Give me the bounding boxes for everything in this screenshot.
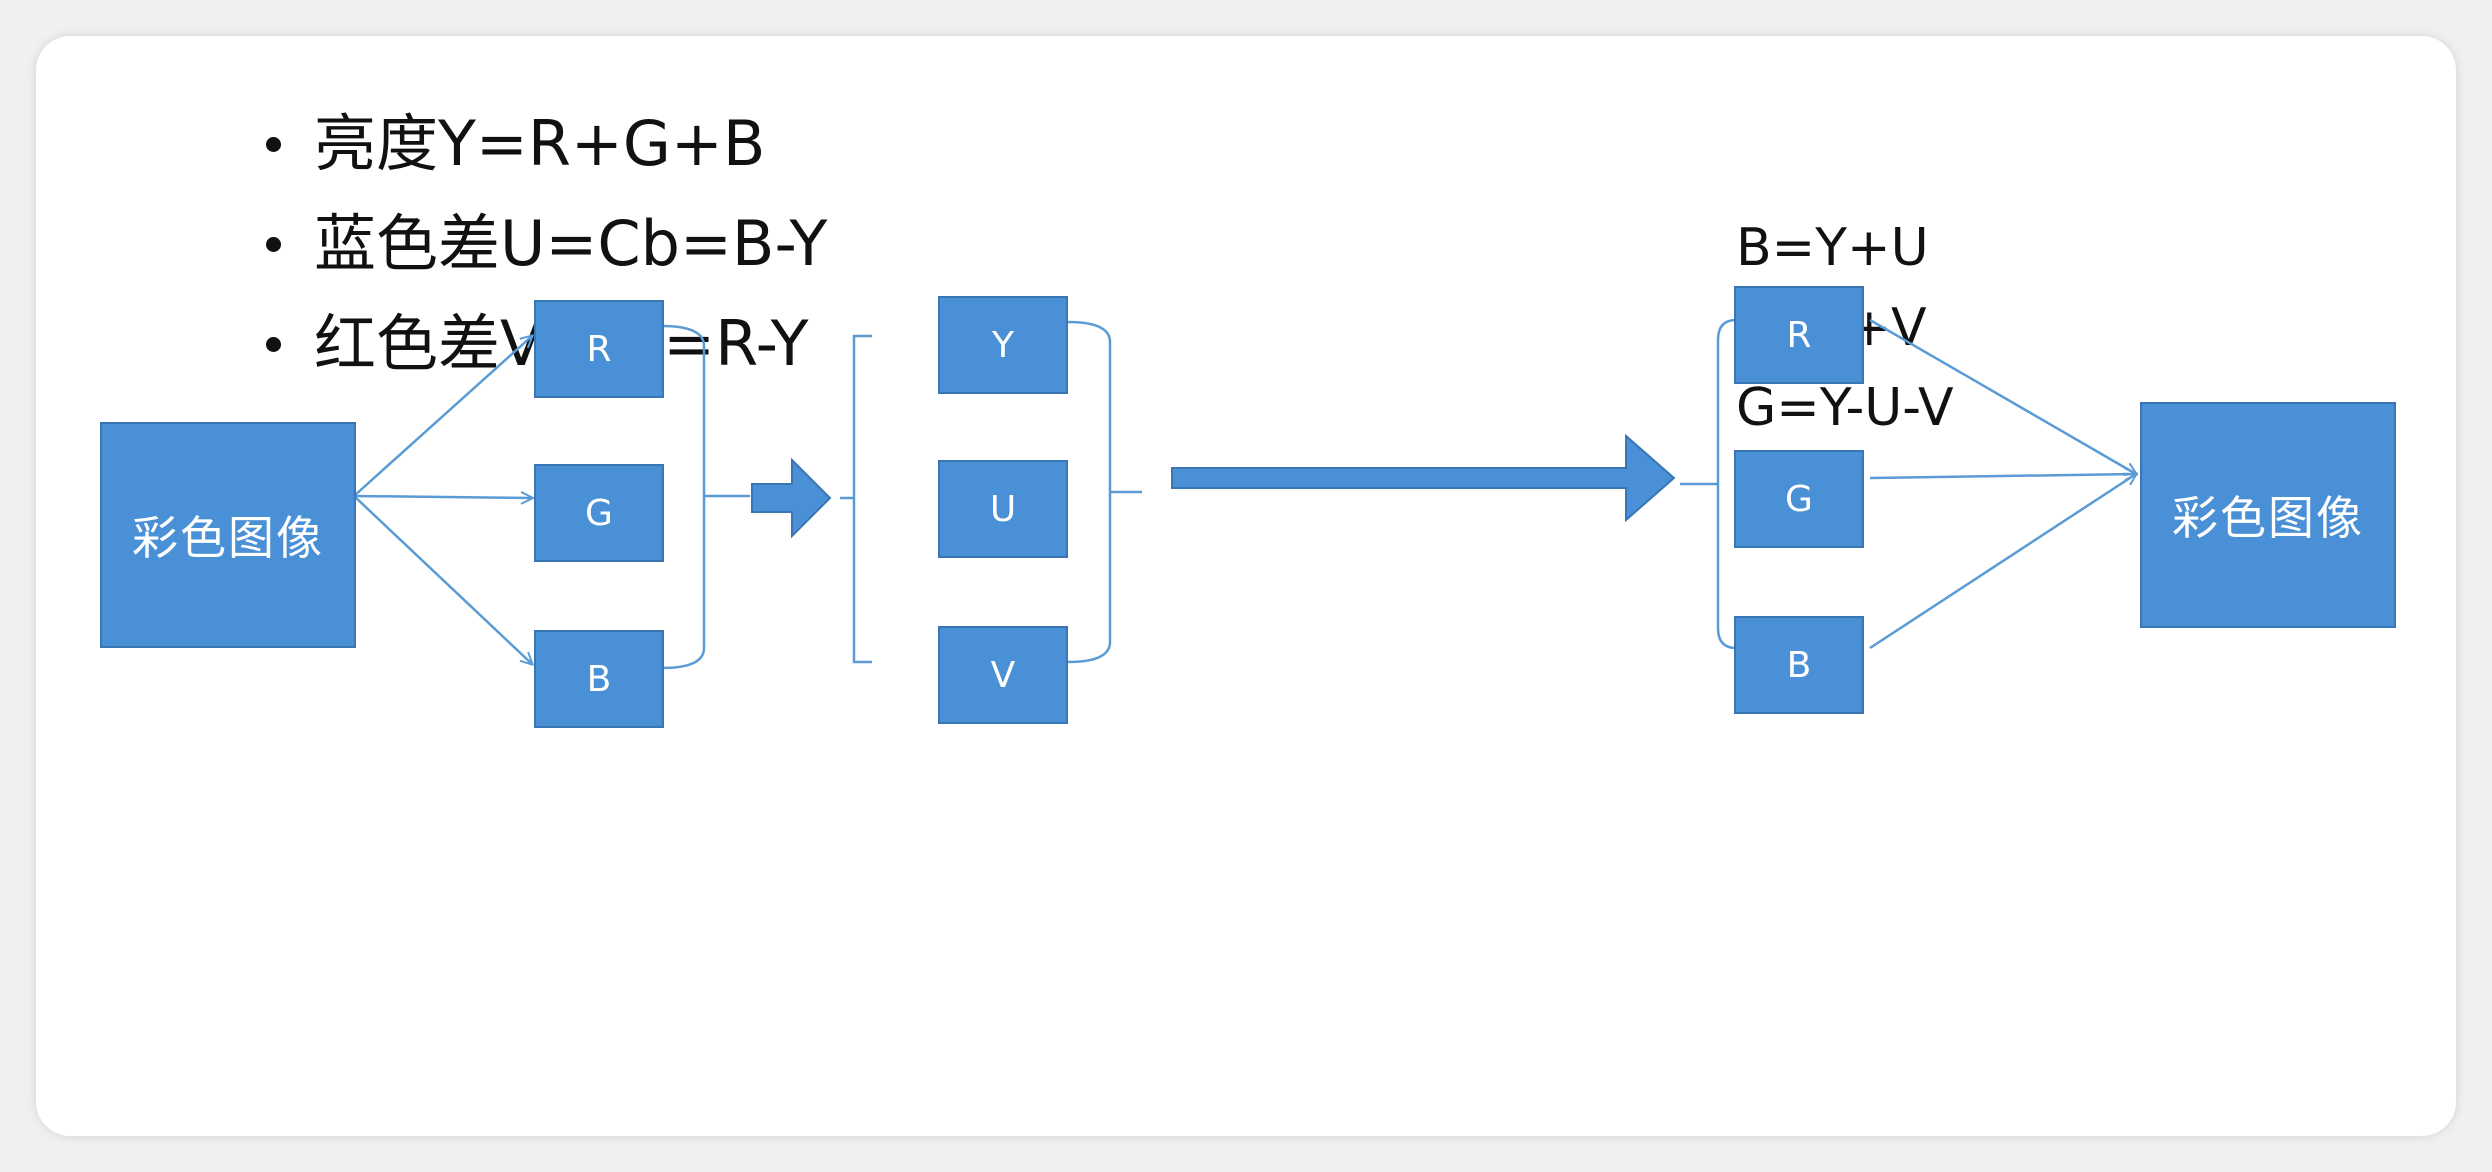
arrow-source-to-r <box>353 336 532 497</box>
slide: 亮度Y=R+G+B 蓝色差U=Cb=B-Y 红色差V=Cr=R-Y B=Y+U … <box>36 36 2456 1136</box>
blue-difference-definition: 蓝色差U=Cb=B-Y <box>266 194 827 294</box>
block-arrow-small <box>751 457 832 539</box>
arrow-b-to-target <box>1869 474 2136 650</box>
output-r-box: R <box>1734 286 1864 384</box>
input-r-box: R <box>534 300 664 398</box>
bracket-yuv-left <box>852 334 872 664</box>
input-g-box: G <box>534 464 664 562</box>
arrow-source-to-b <box>353 495 532 664</box>
target-image-box: 彩色图像 <box>2140 402 2396 628</box>
luma-definition: 亮度Y=R+G+B <box>266 94 827 194</box>
arrow-source-to-g <box>353 496 532 498</box>
v-component-box: V <box>938 626 1068 724</box>
connector-lines <box>353 318 2456 670</box>
output-b-box: B <box>1734 616 1864 714</box>
u-component-box: U <box>938 460 1068 558</box>
arrow-r-to-target <box>1869 318 2136 474</box>
source-image-box: 彩色图像 <box>100 422 356 648</box>
input-b-box: B <box>534 630 664 728</box>
bracket-yuv-right <box>1067 320 1112 664</box>
arrow-g-to-target <box>1869 474 2136 478</box>
formula-b: B=Y+U <box>1736 218 1929 278</box>
block-arrow-large <box>1171 433 1676 523</box>
output-g-box: G <box>1734 450 1864 548</box>
bracket-rgb-in <box>661 324 706 670</box>
y-component-box: Y <box>938 296 1068 394</box>
formula-g: G=Y-U-V <box>1736 378 1954 438</box>
